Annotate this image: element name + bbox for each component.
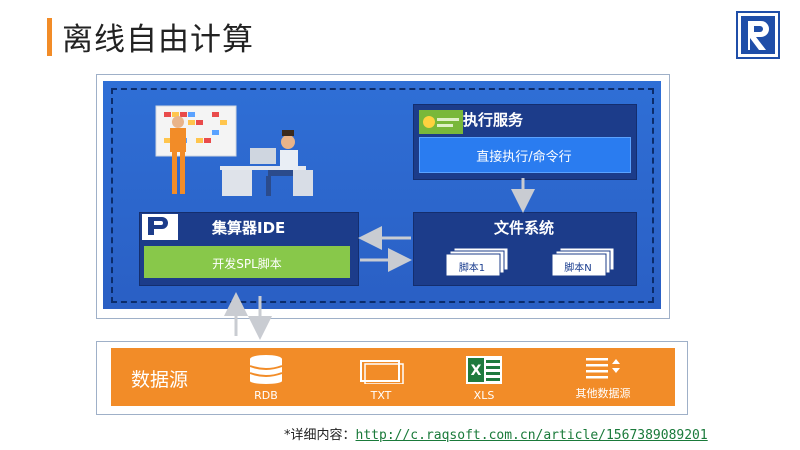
page-title: 离线自由计算 xyxy=(62,22,254,58)
exec-service-title: 执行服务 xyxy=(463,111,524,129)
script-file-stack-icon xyxy=(552,248,615,276)
script-file-n-label: 脚本N xyxy=(564,263,592,274)
footer-note: *详细内容：http://c.raqsoft.com.cn/article/15… xyxy=(284,424,708,443)
datasource-item-other: 其他数据源 xyxy=(575,387,631,400)
compute-dashed-border xyxy=(111,88,654,303)
text-file-icon xyxy=(360,360,404,384)
exec-command-line-label: 直接执行/命令行 xyxy=(476,150,572,165)
svg-text:X: X xyxy=(471,363,482,379)
terminal-icon xyxy=(419,110,463,134)
footer-link[interactable]: http://c.raqsoft.com.cn/article/15673890… xyxy=(355,428,708,443)
raqsoft-p-logo-icon xyxy=(142,214,178,240)
exec-command-line-box xyxy=(419,137,631,173)
datasource-item-xls: XLS xyxy=(473,389,495,402)
file-system-title: 文件系统 xyxy=(494,219,555,237)
ide-develop-label: 开发SPL脚本 xyxy=(212,257,282,271)
script-file-1-label: 脚本1 xyxy=(458,263,486,274)
raqsoft-logo-icon xyxy=(736,11,780,59)
list-sort-icon xyxy=(586,358,620,379)
datasource-label: 数据源 xyxy=(131,369,189,391)
datasource-item-txt: TXT xyxy=(370,389,392,402)
database-icon xyxy=(249,355,283,384)
footer-prefix: *详细内容： xyxy=(284,428,356,443)
ide-develop-box xyxy=(144,246,350,278)
script-file-stack-icon xyxy=(446,248,509,276)
datasource-item-rdb: RDB xyxy=(254,389,278,402)
title-accent-bar xyxy=(47,18,52,56)
excel-icon: X xyxy=(466,356,502,384)
datasource-bar xyxy=(111,348,675,406)
ide-title: 集算器IDE xyxy=(212,219,286,237)
team-illustration xyxy=(155,105,313,196)
